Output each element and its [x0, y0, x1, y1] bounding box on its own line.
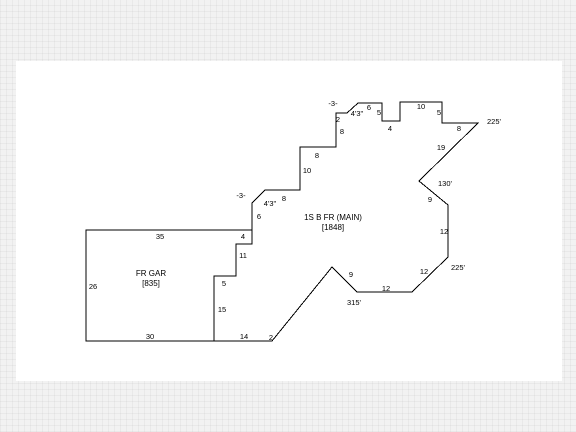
dimension-label: 2: [336, 115, 340, 124]
dimension-label: 2: [269, 333, 273, 342]
main-house-outline: [214, 101, 480, 342]
dimension-label: 315': [347, 298, 362, 307]
garage-name-label: FR GAR: [136, 269, 166, 278]
dimension-label: 6: [367, 103, 371, 112]
dimension-label: 9: [349, 270, 353, 279]
dimension-label: 10: [417, 102, 425, 111]
dimension-label: 4'3": [264, 199, 277, 208]
garage-size-label: [835]: [142, 279, 160, 288]
main-house-size-label: [1848]: [322, 223, 344, 232]
dimension-label: 4: [388, 124, 392, 133]
dimension-label: 11: [239, 251, 247, 260]
dimension-label: 130': [438, 179, 453, 188]
garage-outline: [85, 229, 253, 342]
dimension-label: 4: [241, 232, 245, 241]
dimension-label: 14: [240, 332, 248, 341]
dimension-label: -3-: [236, 191, 246, 200]
dimension-label: 12: [440, 227, 448, 236]
dimension-label: 10: [303, 166, 311, 175]
main-house-name-label: 1S B FR (MAIN): [304, 213, 362, 222]
dimension-label: 30: [146, 332, 154, 341]
dimension-label: 225': [451, 263, 466, 272]
dimension-label: 8: [282, 194, 286, 203]
dimension-label: 12: [382, 284, 390, 293]
dimension-label: 225': [487, 117, 502, 126]
dimension-label: 15: [218, 305, 226, 314]
dimension-label: 8: [457, 124, 461, 133]
dimension-label: 4'3": [351, 109, 364, 118]
dimension-label: -3-: [328, 99, 338, 108]
dimension-label: 5: [437, 108, 441, 117]
sketch-canvas: [16, 61, 562, 381]
dimension-label: 6: [257, 212, 261, 221]
dimension-label: 8: [340, 127, 344, 136]
dimension-label: 5: [377, 108, 381, 117]
dimension-label: 9: [428, 195, 432, 204]
dimension-label: 8: [315, 151, 319, 160]
dimension-label: 5: [222, 279, 226, 288]
dimension-label: 35: [156, 232, 164, 241]
dimension-label: 12: [420, 267, 428, 276]
dimension-label: 26: [89, 282, 97, 291]
dimension-label: 19: [437, 143, 445, 152]
